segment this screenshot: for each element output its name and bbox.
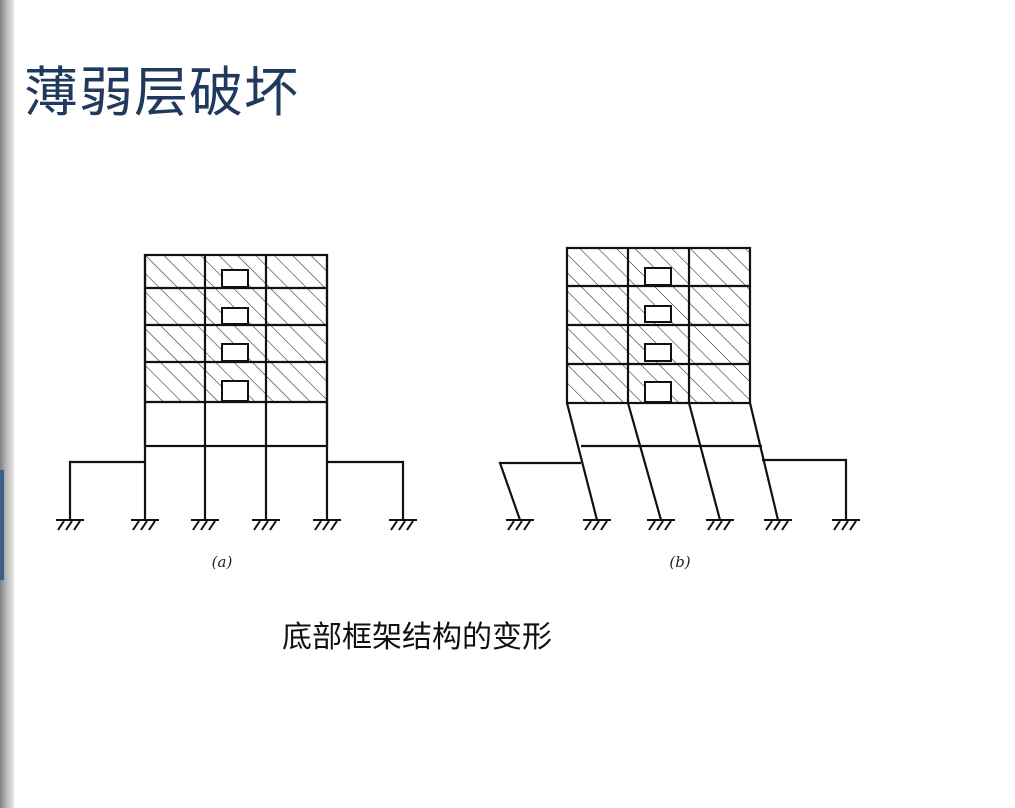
figure-b: (b) [498,246,860,571]
figure-a: (a) [56,253,417,571]
figure-b-frame [498,246,848,521]
figure-a-label: (a) [212,553,233,571]
slide-edge-accent [0,470,4,580]
figure-b-label: (b) [669,553,690,571]
figure-a-frame [68,253,405,520]
figure-b-supports [506,519,860,531]
slide-title: 薄弱层破坏 [24,61,299,124]
figure-a-supports [56,519,417,531]
slide-edge-bar [0,0,14,808]
figure-caption: 底部框架结构的变形 [282,620,552,655]
figure-b-windows [644,267,672,403]
